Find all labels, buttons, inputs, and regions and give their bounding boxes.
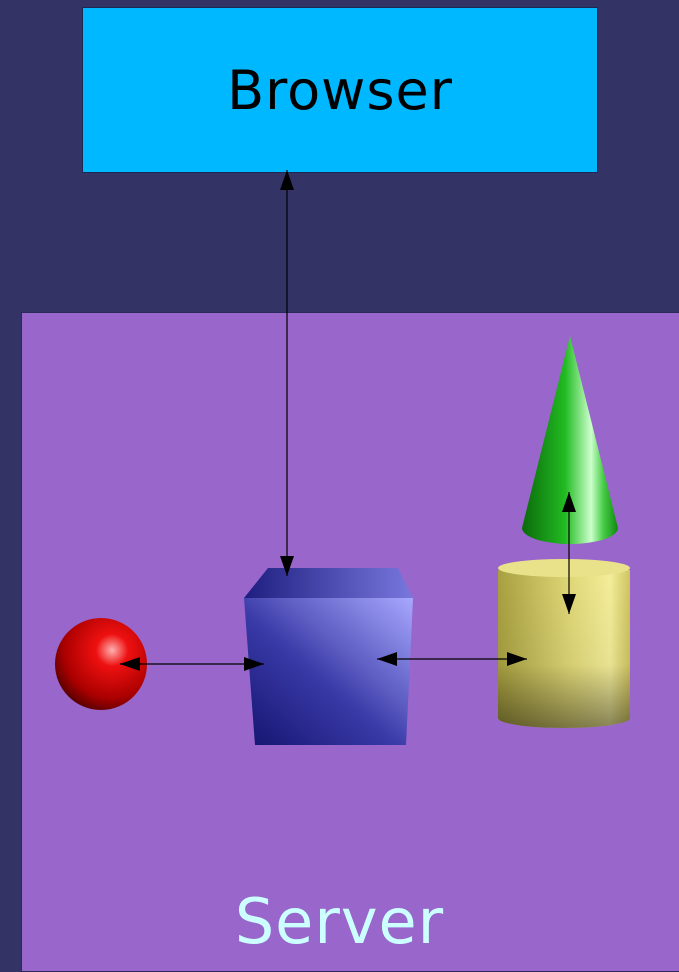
browser-label: Browser bbox=[227, 58, 453, 122]
server-label: Server bbox=[234, 885, 445, 958]
browser-box: Browser bbox=[82, 7, 598, 173]
yellow-cylinder bbox=[498, 559, 630, 728]
blue-cube bbox=[244, 568, 413, 745]
green-cone bbox=[522, 336, 618, 544]
red-sphere bbox=[55, 618, 147, 710]
